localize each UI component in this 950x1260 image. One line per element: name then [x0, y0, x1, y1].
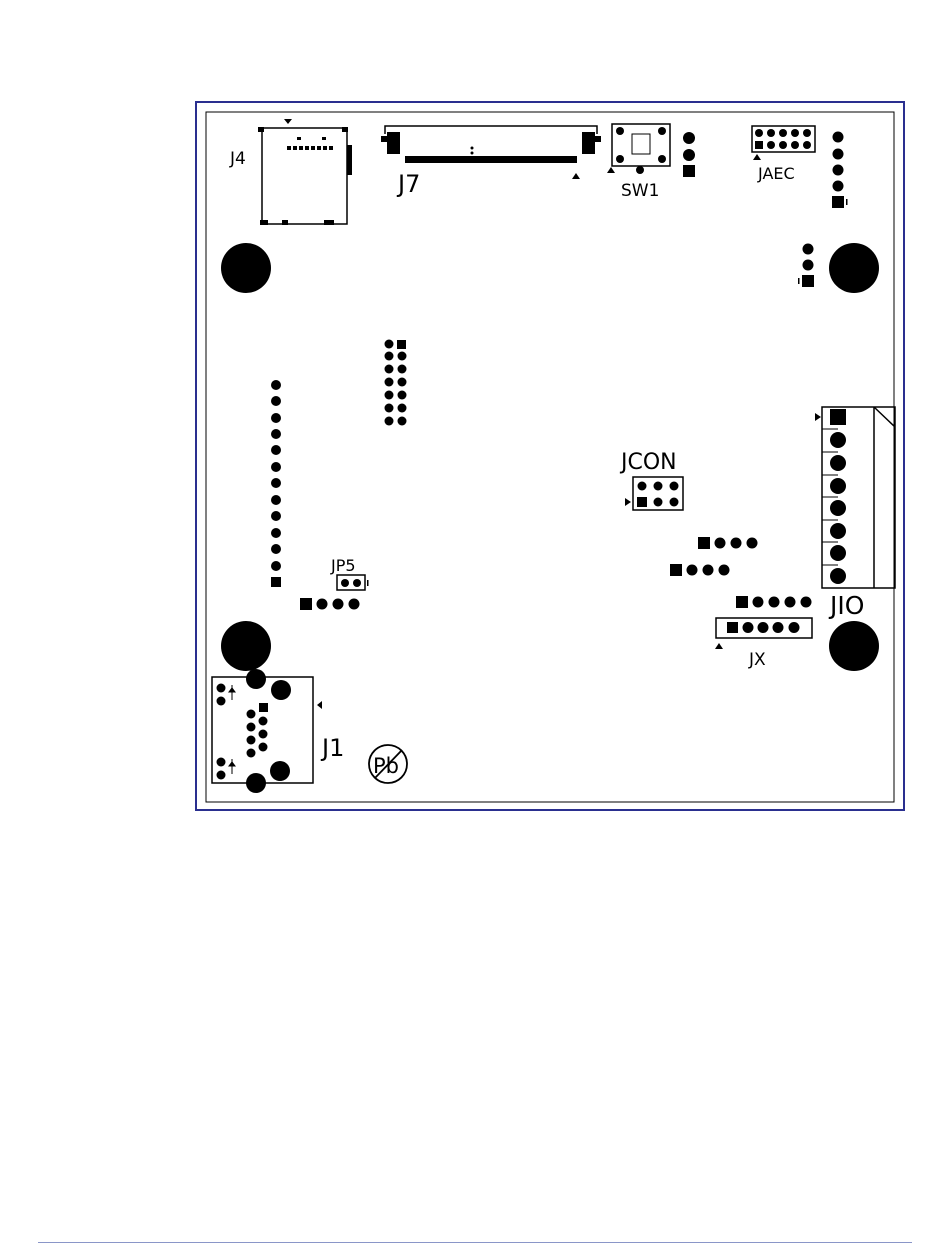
- j4-connector: J4: [229, 119, 352, 225]
- jp5-label: JP5: [330, 556, 356, 575]
- jx-label: JX: [748, 650, 766, 670]
- mounting-hole-bottom-left: [221, 621, 271, 671]
- sw1-switch: SW1: [607, 124, 670, 201]
- jcon-connector: JCON: [619, 450, 683, 510]
- jp5-jumper: JP5: [330, 556, 369, 590]
- jaec-label: JAEC: [757, 164, 795, 183]
- mounting-hole-top-right: [829, 243, 879, 293]
- jaec-connector: JAEC: [752, 126, 815, 183]
- sw1-pin1-triangle-icon: [607, 167, 615, 173]
- header-vertical-left: [271, 380, 281, 587]
- jcon-pin1-triangle-icon: [625, 498, 631, 506]
- j4-pin1-triangle-icon: [284, 119, 292, 124]
- jx-connector: JX: [715, 618, 812, 670]
- j1-label: J1: [320, 734, 344, 762]
- j7-connector: J7: [381, 126, 601, 198]
- j1-connector: J1: [212, 669, 344, 793]
- header-5pin-jx-top: [736, 596, 812, 608]
- sw1-label: SW1: [621, 181, 659, 201]
- jio-label: JIO: [828, 591, 864, 620]
- header-4pin-mid-b: [670, 564, 730, 576]
- board-outer-frame: [196, 102, 904, 810]
- header-3pin-top: [683, 132, 695, 177]
- jx-pin1-triangle-icon: [715, 643, 723, 649]
- jcon-label: JCON: [619, 450, 677, 475]
- j7-pin1-triangle-icon: [572, 173, 580, 179]
- header-3pin-right: [798, 244, 814, 288]
- jio-pin1-triangle-icon: [815, 413, 821, 421]
- mounting-hole-top-left: [221, 243, 271, 293]
- lead-free-text: Pb: [373, 754, 399, 778]
- footer-rule: [38, 1242, 912, 1243]
- j4-label: J4: [229, 149, 246, 169]
- lead-free-icon: Pb: [369, 745, 407, 783]
- jaec-pin1-triangle-icon: [753, 154, 761, 160]
- j1-pin1-triangle-icon: [317, 701, 322, 709]
- j7-label: J7: [396, 170, 420, 198]
- board-inner-outline: [206, 112, 894, 802]
- header-5pin-right-top: [832, 132, 848, 209]
- header-4pin-mid-a: [698, 537, 758, 549]
- header-4pin-left: [300, 598, 360, 610]
- mounting-hole-bottom-right: [829, 621, 879, 671]
- jio-terminal-block: JIO: [815, 407, 895, 620]
- header-2x6-center: [385, 340, 407, 426]
